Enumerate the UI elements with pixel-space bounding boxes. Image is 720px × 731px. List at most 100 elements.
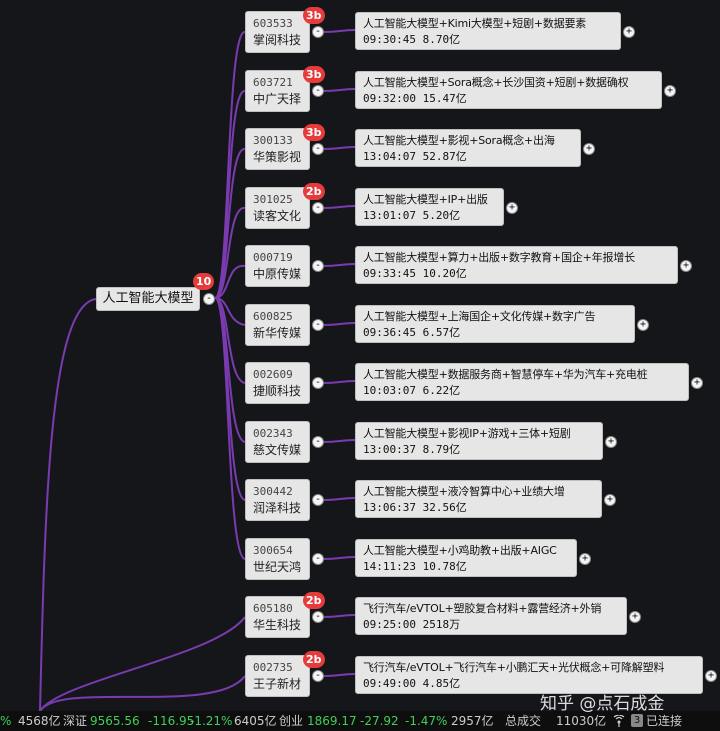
stock-collapse-toggle[interactable]: - xyxy=(312,377,324,389)
concept-info-node[interactable]: 人工智能大模型+小鸡助教+出版+AIGC 14:11:23 10.78亿 xyxy=(355,539,577,577)
concept-info-node[interactable]: 人工智能大模型+IP+出版 13:01:07 5.20亿 xyxy=(355,188,504,226)
info-expand-toggle[interactable]: + xyxy=(579,553,591,565)
sh-amount: 4568亿 xyxy=(18,714,61,728)
stock-name: 中原传媒 xyxy=(253,267,302,281)
stock-collapse-toggle[interactable]: - xyxy=(312,319,324,331)
concept-info-node[interactable]: 人工智能大模型+影视+Sora概念+出海 13:04:07 52.87亿 xyxy=(355,129,581,167)
limit-time-amount: 09:25:00 2518万 xyxy=(363,618,461,631)
info-expand-toggle[interactable]: + xyxy=(629,611,641,623)
cy-change: -27.92 xyxy=(360,714,399,728)
info-expand-toggle[interactable]: + xyxy=(637,319,649,331)
stock-collapse-toggle[interactable]: - xyxy=(312,494,324,506)
info-expand-toggle[interactable]: + xyxy=(623,26,635,38)
stock-collapse-toggle[interactable]: - xyxy=(312,670,324,682)
limit-time-amount: 13:04:07 52.87亿 xyxy=(363,150,467,163)
root-stock-link xyxy=(39,616,246,711)
concept-tags: 人工智能大模型+影视+Sora概念+出海 xyxy=(363,134,555,147)
limit-time-amount: 09:32:00 15.47亿 xyxy=(363,92,467,105)
cy-amount: 2957亿 xyxy=(451,714,494,728)
concept-info-node[interactable]: 人工智能大模型+液冷智算中心+业绩大增 13:06:37 32.56亿 xyxy=(355,480,602,518)
stock-collapse-toggle[interactable]: - xyxy=(312,26,324,38)
limit-up-badge: 2b xyxy=(303,183,325,200)
cy-index: 1869.17 xyxy=(307,714,357,728)
concept-tags: 人工智能大模型+IP+出版 xyxy=(363,193,488,206)
stock-node-300442[interactable]: 300442 润泽科技 xyxy=(245,479,310,521)
sz-amount: 6405亿 xyxy=(234,714,277,728)
connection-status: 已连接 xyxy=(646,714,683,728)
stock-collapse-toggle[interactable]: - xyxy=(312,143,324,155)
info-expand-toggle[interactable]: + xyxy=(506,202,518,214)
root-collapse-toggle[interactable]: - xyxy=(203,293,215,305)
stock-info-link xyxy=(323,556,356,560)
stock-name: 慈文传媒 xyxy=(253,443,302,457)
info-expand-toggle[interactable]: + xyxy=(691,377,703,389)
limit-time-amount: 13:06:37 32.56亿 xyxy=(363,501,467,514)
limit-up-badge: 3b xyxy=(303,124,325,141)
stock-name: 中广天择 xyxy=(253,92,302,106)
stock-info-link xyxy=(323,614,356,618)
stock-collapse-toggle[interactable]: - xyxy=(312,202,324,214)
concept-tags: 人工智能大模型+小鸡助教+出版+AIGC xyxy=(363,544,557,557)
stock-info-link xyxy=(323,322,356,326)
root-node[interactable]: 人工智能大模型 xyxy=(96,287,200,311)
root-stock-link xyxy=(214,264,246,299)
sh-pct-fragment: % xyxy=(0,714,12,728)
stock-code: 300442 xyxy=(253,485,293,498)
stock-collapse-toggle[interactable]: - xyxy=(312,260,324,272)
limit-up-badge: 2b xyxy=(303,651,325,668)
stock-name: 读客文化 xyxy=(253,209,302,223)
stock-collapse-toggle[interactable]: - xyxy=(312,85,324,97)
root-stock-link xyxy=(214,148,246,299)
stock-name: 润泽科技 xyxy=(253,501,302,515)
stock-info-link xyxy=(323,29,356,33)
limit-time-amount: 14:11:23 10.78亿 xyxy=(363,560,467,573)
concept-tags: 人工智能大模型+液冷智算中心+业绩大增 xyxy=(363,485,565,498)
stock-collapse-toggle[interactable]: - xyxy=(312,436,324,448)
stock-name: 世纪天鸿 xyxy=(253,560,302,574)
stock-name: 掌阅科技 xyxy=(253,33,302,47)
sz-change: -116.95 xyxy=(148,714,195,728)
info-expand-toggle[interactable]: + xyxy=(605,436,617,448)
limit-time-amount: 09:30:45 8.70亿 xyxy=(363,33,461,46)
info-expand-toggle[interactable]: + xyxy=(583,143,595,155)
info-expand-toggle[interactable]: + xyxy=(604,494,616,506)
info-expand-toggle[interactable]: + xyxy=(680,260,692,272)
parent-link xyxy=(39,298,97,711)
concept-tags: 人工智能大模型+上海国企+文化传媒+数字广告 xyxy=(363,310,596,323)
total-amount: 11030亿 xyxy=(556,714,607,728)
stock-node-605180[interactable]: 605180 华生科技 xyxy=(245,596,310,638)
stock-collapse-toggle[interactable]: - xyxy=(312,553,324,565)
root-stock-link xyxy=(214,297,246,560)
signal-icon xyxy=(613,715,625,727)
stock-name: 华生科技 xyxy=(253,618,302,632)
limit-time-amount: 09:49:00 4.85亿 xyxy=(363,677,461,690)
limit-time-amount: 13:01:07 5.20亿 xyxy=(363,209,461,222)
market-status-bar: % 4568亿 深证 9565.56 -116.95 -1.21% 6405亿 … xyxy=(0,711,720,731)
stock-collapse-toggle[interactable]: - xyxy=(312,611,324,623)
limit-up-badge: 3b xyxy=(303,7,325,24)
stock-code: 301025 xyxy=(253,193,293,206)
info-expand-toggle[interactable]: + xyxy=(705,670,717,682)
info-expand-toggle[interactable]: + xyxy=(664,85,676,97)
stock-code: 300133 xyxy=(253,134,293,147)
watermark: 知乎 @点石成金 xyxy=(540,694,665,714)
stock-node-301025[interactable]: 301025 读客文化 xyxy=(245,187,310,229)
stock-code: 605180 xyxy=(253,602,293,615)
